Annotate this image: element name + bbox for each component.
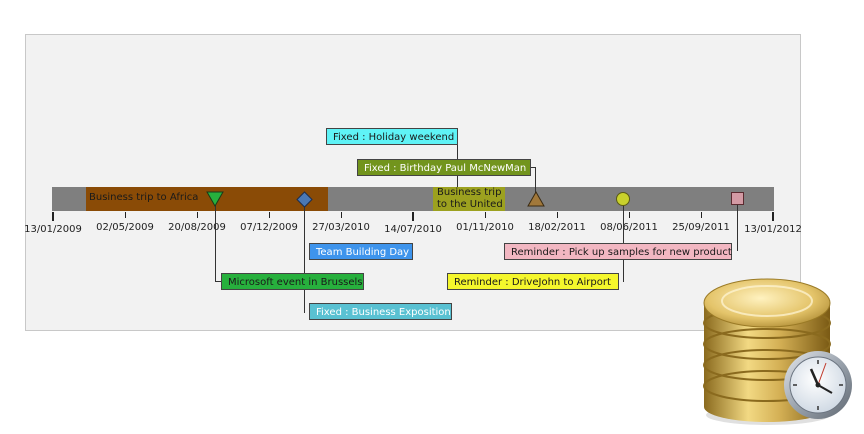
span-business-trip-africa[interactable]: [86, 187, 328, 211]
triangle-down-icon[interactable]: [206, 191, 224, 207]
event-team-building[interactable]: Team Building Day: [309, 243, 413, 260]
axis-tick: [197, 212, 198, 218]
axis-tick-label: 25/09/2011: [672, 222, 730, 233]
axis-tick-label: 14/07/2010: [384, 224, 442, 235]
axis-tick-label: 13/01/2009: [24, 224, 82, 235]
event-business-exposition[interactable]: Fixed : Business Exposition: [309, 303, 452, 320]
span-label-africa: Business trip to Africa: [89, 192, 199, 203]
axis-tick-label: 01/11/2010: [456, 222, 514, 233]
span-business-trip-united[interactable]: [433, 187, 505, 211]
circle-icon[interactable]: [616, 192, 630, 206]
connector-microsoft-h: [215, 281, 222, 282]
axis-tick: [772, 212, 774, 221]
database-clock-icon: [703, 278, 852, 425]
event-drive-john[interactable]: Reminder : DriveJohn to Airport: [447, 273, 619, 290]
axis-tick: [557, 212, 558, 218]
axis-tick: [701, 212, 702, 218]
triangle-up-icon[interactable]: [527, 191, 545, 207]
axis-tick-label: 02/05/2009: [96, 222, 154, 233]
event-birthday[interactable]: Fixed : Birthday Paul McNewMan: [357, 159, 531, 176]
event-microsoft-brussels[interactable]: Microsoft event in Brussels: [221, 273, 364, 290]
connector-birthday: [535, 167, 536, 193]
axis-tick-label: 20/08/2009: [168, 222, 226, 233]
diamond-icon[interactable]: [296, 191, 313, 208]
axis-tick-label: 27/03/2010: [312, 222, 370, 233]
connector-team-expo: [304, 205, 305, 313]
axis-tick-label: 07/12/2009: [240, 222, 298, 233]
event-pickup-samples[interactable]: Reminder : Pick up samples for new produ…: [504, 243, 732, 260]
axis-tick: [125, 212, 126, 218]
timeline-panel: [25, 34, 801, 331]
axis-tick: [629, 212, 630, 218]
connector-microsoft: [215, 205, 216, 282]
square-icon[interactable]: [731, 192, 744, 205]
connector-birthday-h: [530, 167, 536, 168]
axis-tick: [485, 212, 486, 218]
axis-tick-label: 18/02/2011: [528, 222, 586, 233]
axis-tick: [52, 212, 54, 221]
axis-tick: [269, 212, 270, 218]
event-holiday-weekend[interactable]: Fixed : Holiday weekend: [326, 128, 458, 145]
axis-tick: [412, 212, 414, 221]
axis-tick-label: 08/06/2011: [600, 222, 658, 233]
span-label-united: Business trip to the United: [437, 187, 503, 210]
axis-tick: [341, 212, 342, 218]
connector-pickup: [737, 205, 738, 251]
axis-tick-label: 13/01/2012: [744, 224, 802, 235]
